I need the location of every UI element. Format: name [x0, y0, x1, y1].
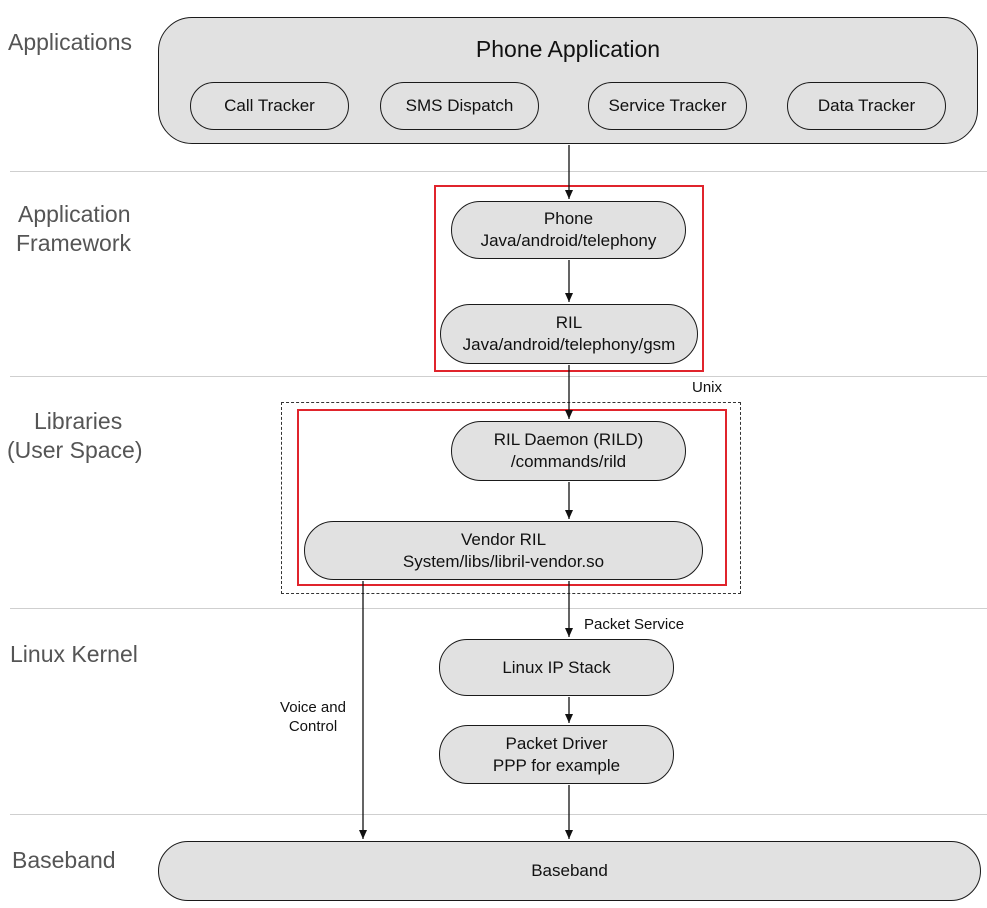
phone-framework-path: Java/android/telephony	[480, 231, 657, 250]
module-sms-dispatch: SMS Dispatch	[380, 82, 539, 130]
phone-framework-name: Phone	[543, 209, 594, 228]
layer-label-libraries-line1: Libraries	[34, 408, 123, 434]
rild-box: RIL Daemon (RILD) /commands/rild	[451, 421, 686, 481]
rild-path: /commands/rild	[510, 452, 627, 471]
voice-control-label-line2: Control	[288, 718, 338, 735]
linux-ip-stack-label: Linux IP Stack	[502, 657, 611, 677]
module-service-tracker: Service Tracker	[588, 82, 747, 130]
libraries-highlight-box	[297, 409, 727, 586]
rild-name: RIL Daemon (RILD)	[493, 430, 644, 449]
phone-application-title: Phone Application	[475, 36, 661, 62]
vendor-ril-box: Vendor RIL System/libs/libril-vendor.so	[304, 521, 703, 580]
baseband-box: Baseband	[158, 841, 981, 901]
layer-separator	[10, 814, 987, 815]
layer-separator	[10, 171, 987, 172]
layer-label-framework-line2: Framework	[16, 230, 132, 256]
baseband-label: Baseband	[531, 861, 608, 880]
packet-driver-detail: PPP for example	[492, 755, 621, 775]
module-label: Call Tracker	[224, 96, 315, 115]
module-label: Service Tracker	[608, 96, 727, 115]
packet-driver-name: Packet Driver	[505, 733, 608, 753]
layer-label-framework-line1: Application	[18, 201, 131, 227]
linux-ip-stack-box: Linux IP Stack	[439, 639, 674, 696]
layer-label-applications: Applications	[8, 29, 133, 55]
ril-framework-path: Java/android/telephony/gsm	[462, 335, 676, 354]
module-label: SMS Dispatch	[405, 96, 514, 115]
packet-service-label: Packet Service	[584, 616, 685, 633]
phone-framework-box: Phone Java/android/telephony	[451, 201, 686, 259]
layer-separator	[10, 376, 987, 377]
module-label: Data Tracker	[817, 96, 916, 115]
vendor-ril-name: Vendor RIL	[460, 529, 547, 549]
packet-driver-box: Packet Driver PPP for example	[439, 725, 674, 784]
layer-label-linux-kernel: Linux Kernel	[10, 641, 138, 667]
voice-control-label-line1: Voice and	[280, 699, 346, 716]
module-call-tracker: Call Tracker	[190, 82, 349, 130]
ril-framework-box: RIL Java/android/telephony/gsm	[440, 304, 698, 364]
vendor-ril-path: System/libs/libril-vendor.so	[402, 551, 605, 571]
ril-framework-name: RIL	[555, 313, 583, 332]
unix-label: Unix	[692, 379, 723, 396]
layer-separator	[10, 608, 987, 609]
layer-label-libraries-line2: (User Space)	[7, 437, 143, 463]
module-data-tracker: Data Tracker	[787, 82, 946, 130]
layer-label-baseband: Baseband	[12, 847, 116, 873]
unix-domain-box	[281, 402, 741, 594]
